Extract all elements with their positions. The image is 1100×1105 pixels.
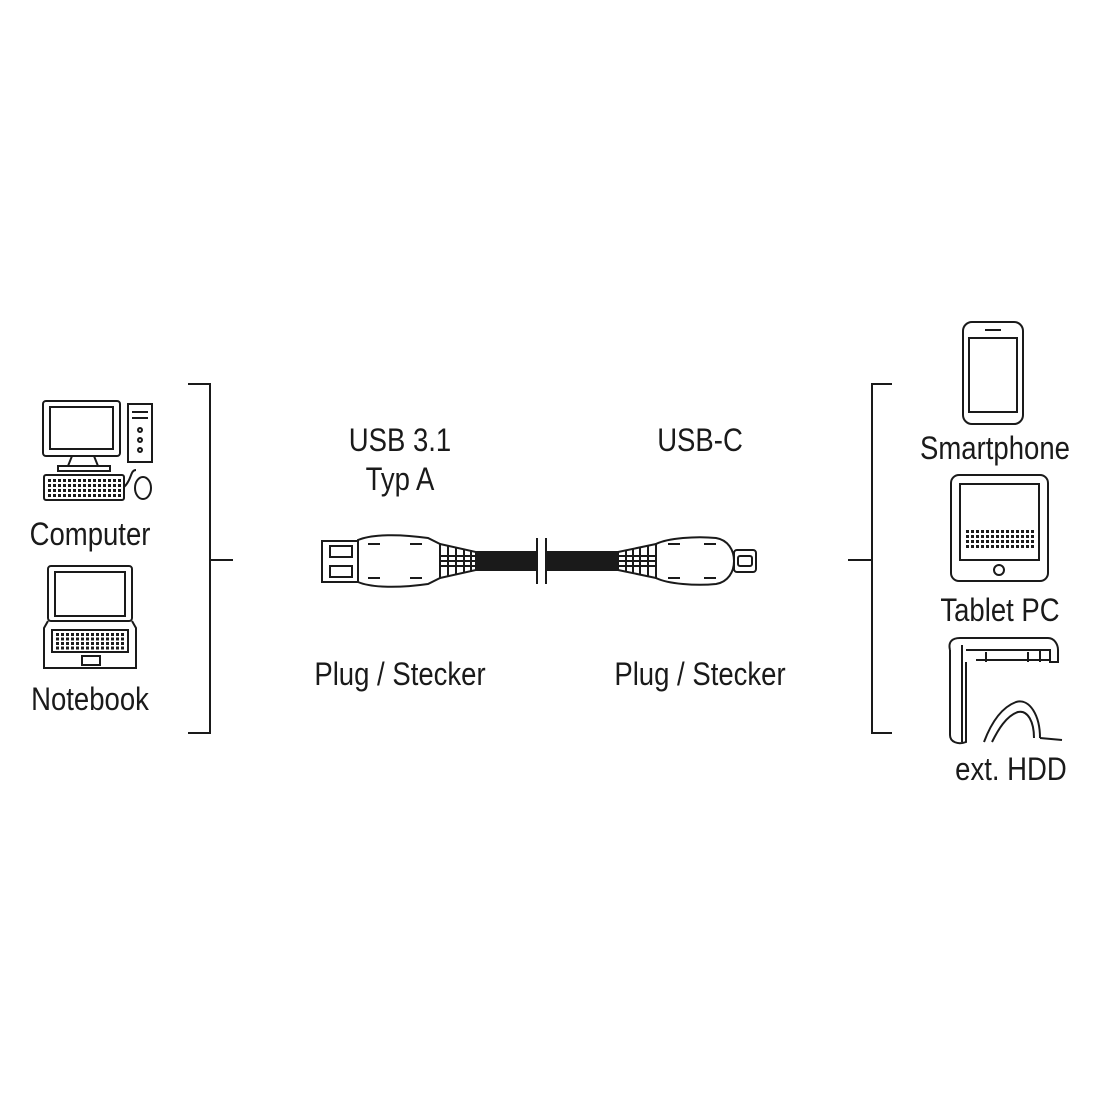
cable xyxy=(475,538,619,584)
tablet-icon xyxy=(950,474,1049,582)
computer-label: Computer xyxy=(29,516,151,552)
connector-a-type-label: Plug / Stecker xyxy=(314,656,486,692)
tablet-label: Tablet PC xyxy=(940,592,1060,628)
smartphone-label: Smartphone xyxy=(920,430,1070,466)
left-bracket xyxy=(188,383,233,734)
connector-a-title-line2: Typ A xyxy=(365,461,435,497)
smartphone-icon xyxy=(962,321,1024,425)
connector-a-title-line1: USB 3.1 xyxy=(348,422,452,458)
desktop-computer-icon xyxy=(42,400,153,501)
external-hdd-icon xyxy=(948,637,1063,745)
connector-b-title: USB-C xyxy=(657,422,743,458)
usb-c-plug xyxy=(617,536,757,586)
connector-b-type-label: Plug / Stecker xyxy=(614,656,786,692)
notebook-label: Notebook xyxy=(31,681,149,717)
hdd-label: ext. HDD xyxy=(955,751,1067,787)
usb-type-a-plug xyxy=(321,534,477,588)
notebook-icon xyxy=(43,565,137,669)
right-bracket xyxy=(848,383,892,734)
